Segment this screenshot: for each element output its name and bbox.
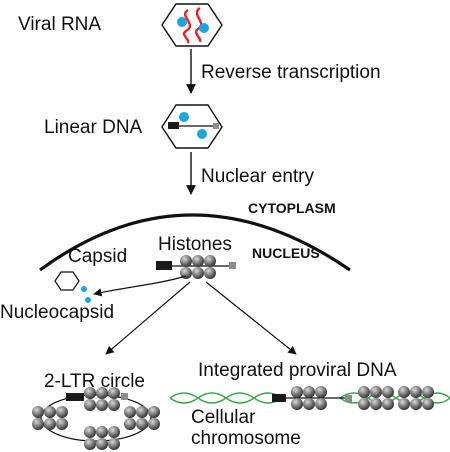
integration-arrow: [205, 281, 297, 355]
capsid-protein: [197, 129, 207, 139]
ltr-box: [156, 261, 172, 270]
linear-dna-label: Linear DNA: [44, 117, 143, 138]
capsid-release-arrow: [93, 275, 187, 297]
rna-strand: [194, 7, 203, 43]
chromosome-strand: [339, 392, 450, 404]
nucleocapsid-dot: [85, 297, 91, 303]
ltr-box: [66, 393, 84, 401]
ltr-box: [272, 394, 286, 402]
histone-cluster: [32, 406, 68, 430]
chromosome-strand: [169, 392, 283, 404]
histone-cluster: [398, 386, 434, 410]
histone-cluster: [180, 255, 216, 279]
ltr-box: [168, 122, 179, 129]
preintegration-complex: [161, 104, 223, 149]
viral-particle: [161, 3, 223, 47]
nucleus-label: NUCLEUS: [252, 245, 320, 261]
ltr-box-small: [345, 395, 352, 402]
nuclear-entry-label: Nuclear entry: [201, 166, 314, 187]
histone-cluster: [84, 426, 120, 450]
histone-cluster: [84, 387, 120, 411]
ltr-box-small: [229, 262, 236, 269]
ltr-circle: [32, 387, 160, 450]
histone-cluster: [358, 386, 394, 410]
cytoplasm-label: CYTOPLASM: [248, 200, 336, 216]
integrated-provirus: [272, 386, 434, 410]
nuclear-membrane: [39, 213, 351, 272]
nucleocapsid-dot: [81, 286, 87, 292]
chromosome-label: chromosome: [191, 428, 301, 449]
capsid-protein: [177, 17, 187, 27]
histone-cluster: [291, 386, 327, 410]
ltr-circle-label: 2-LTR circle: [44, 371, 145, 392]
viral-rna-label: Viral RNA: [18, 14, 101, 35]
cellular-label: Cellular: [191, 407, 256, 428]
histones-label: Histones: [158, 234, 232, 255]
rna-strand: [182, 8, 192, 44]
capsid-protein: [199, 23, 209, 33]
nucleocapsid-label: Nucleocapsid: [0, 302, 114, 323]
ltr-box-small: [121, 393, 128, 400]
empty-capsid: [54, 271, 80, 291]
circle-formation-arrow: [105, 281, 191, 355]
integrated-proviral-dna-label: Integrated proviral DNA: [198, 360, 397, 381]
ltr-box-small: [213, 123, 219, 129]
capsid-protein: [179, 112, 189, 122]
histone-cluster: [124, 406, 160, 430]
capsid-label: Capsid: [68, 246, 127, 267]
reverse-transcription-label: Reverse transcription: [201, 62, 381, 83]
chromatinized-viral-dna: [156, 255, 236, 279]
